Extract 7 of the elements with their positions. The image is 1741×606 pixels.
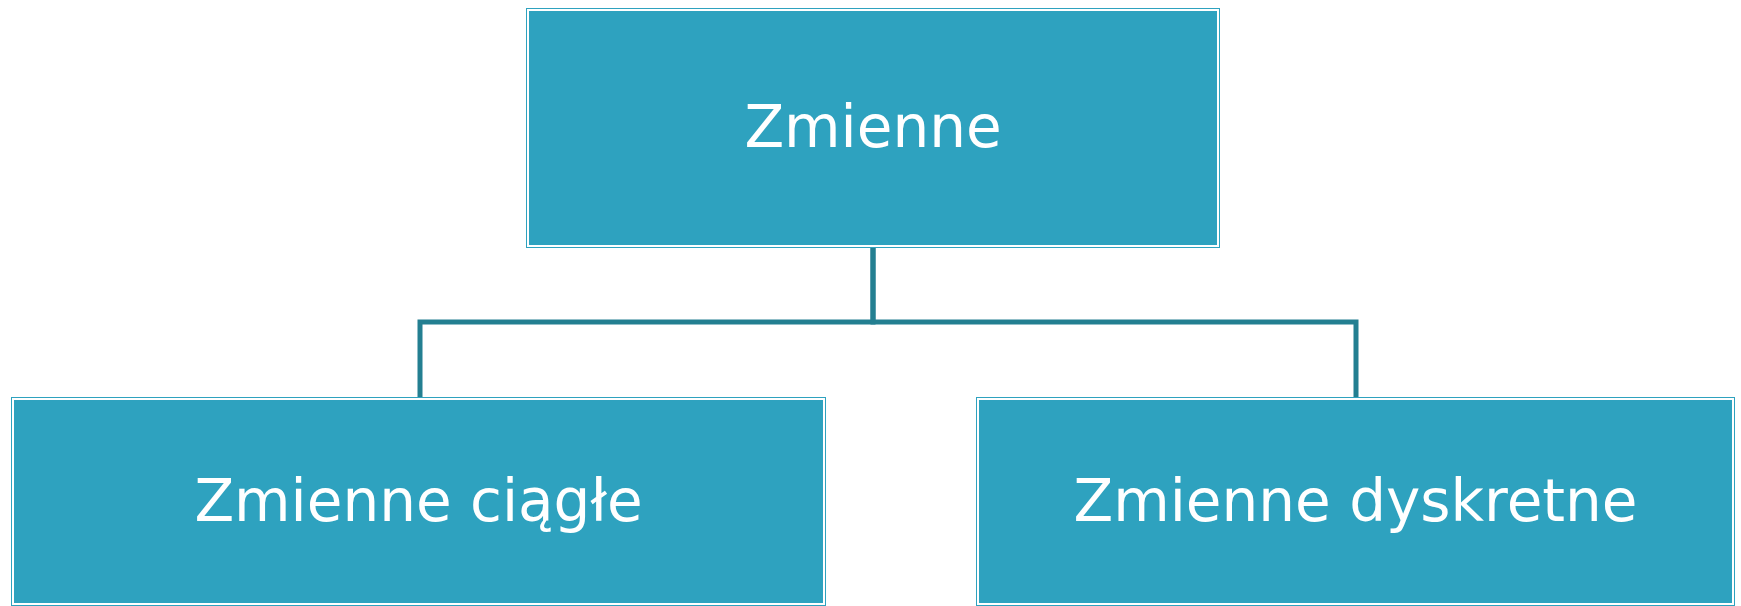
box-label: Zmienne bbox=[744, 93, 1002, 163]
connector-line bbox=[870, 248, 1359, 397]
category-box bbox=[976, 397, 1735, 606]
category-box bbox=[526, 8, 1220, 248]
box-label: Zmienne dyskretne bbox=[1073, 466, 1638, 537]
category-box bbox=[11, 397, 826, 606]
box-label: Zmienne ciągłe bbox=[194, 466, 643, 537]
